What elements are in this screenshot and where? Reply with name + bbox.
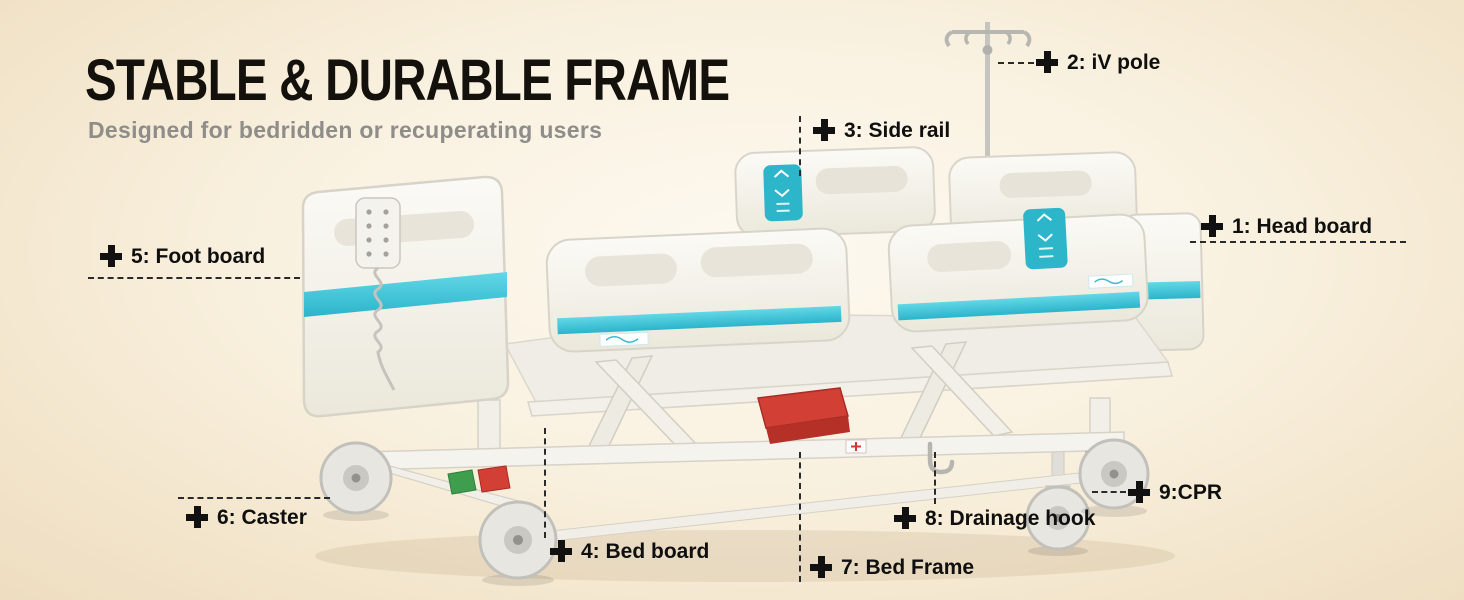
lift-mechanism-right xyxy=(898,341,1014,441)
remote-cable xyxy=(373,266,396,391)
bed-frame-beam xyxy=(359,431,1125,471)
leader-line-bed-frame xyxy=(799,452,801,582)
page-subtitle: Designed for bedridden or recuperating u… xyxy=(88,117,603,143)
leader-line-caster xyxy=(178,497,330,499)
leader-line-drainage-hook xyxy=(934,452,936,504)
plus-icon xyxy=(1201,215,1223,237)
callout-caster: 6: Caster xyxy=(186,506,307,528)
callout-bed-frame: 7: Bed Frame xyxy=(810,556,974,578)
foot-board-graphic xyxy=(301,175,510,418)
callout-label: 3: Side rail xyxy=(844,118,951,142)
callout-label: 6: Caster xyxy=(217,505,307,529)
plus-icon xyxy=(100,245,122,267)
foot-pedal-red xyxy=(757,387,850,444)
callout-label: 2: iV pole xyxy=(1067,50,1161,74)
near-side-rail-head xyxy=(887,207,1149,333)
caster-far-right xyxy=(1078,438,1150,517)
leader-line-iv-pole xyxy=(998,62,1034,64)
near-side-rail-foot xyxy=(545,227,851,353)
plus-icon xyxy=(550,540,572,562)
callout-label: 8: Drainage hook xyxy=(925,506,1096,530)
leader-line-bed-board xyxy=(544,428,546,538)
callout-side-rail: 3: Side rail xyxy=(813,119,950,141)
callout-foot-board: 5: Foot board xyxy=(100,245,265,267)
callout-head-board: 1: Head board xyxy=(1201,215,1372,237)
iv-pole-graphic xyxy=(944,22,1032,262)
drainage-hook-graphic xyxy=(927,441,955,475)
callout-label: 4: Bed board xyxy=(581,539,710,563)
callout-bed-board: 4: Bed board xyxy=(550,540,709,562)
leader-line-cpr xyxy=(1092,491,1126,493)
callout-label: 5: Foot board xyxy=(131,244,266,268)
leader-line-side-rail xyxy=(799,116,801,176)
leader-line-head-board xyxy=(1190,241,1406,243)
plus-icon xyxy=(894,507,916,529)
brand-sticker xyxy=(845,439,867,454)
callout-iv-pole: 2: iV pole xyxy=(1036,51,1160,73)
caster-far-left xyxy=(319,441,393,521)
callout-cpr: 9:CPR xyxy=(1128,481,1222,503)
callout-label: 1: Head board xyxy=(1232,214,1373,238)
pedal-green xyxy=(447,469,477,495)
plus-icon xyxy=(1036,51,1058,73)
callout-label: 9:CPR xyxy=(1159,480,1223,504)
caster-near-left xyxy=(478,500,558,586)
pedal-red xyxy=(477,465,511,493)
page-title: STABLE & DURABLE FRAME xyxy=(85,48,730,113)
callout-drainage-hook: 8: Drainage hook xyxy=(894,507,1095,529)
plus-icon xyxy=(1128,481,1150,503)
plus-icon xyxy=(186,506,208,528)
caster-near-right xyxy=(1025,485,1091,556)
leader-line-foot-board xyxy=(88,277,300,279)
far-side-rail-foot xyxy=(734,146,936,238)
callout-label: 7: Bed Frame xyxy=(841,555,975,579)
plus-icon xyxy=(813,119,835,141)
remote-control xyxy=(355,197,401,391)
plus-icon xyxy=(810,556,832,578)
